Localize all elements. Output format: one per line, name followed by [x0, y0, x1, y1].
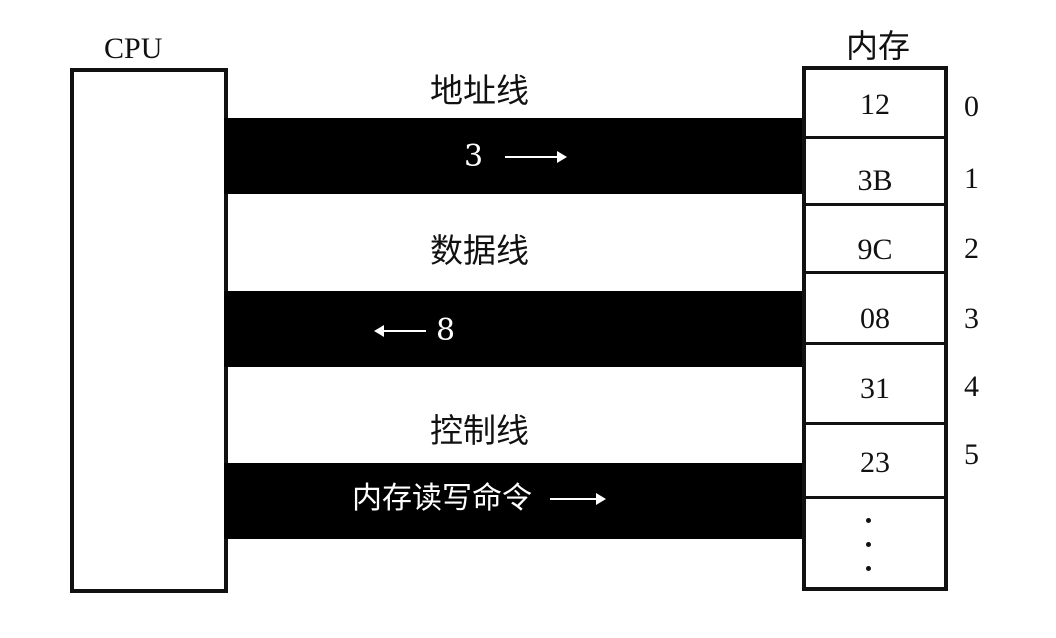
ellipsis-dot: [866, 542, 871, 547]
memory-title: 内存: [846, 27, 911, 65]
memory-cell: 9C: [857, 232, 893, 266]
arrow-right-icon: [505, 151, 568, 163]
data-bus-signal-text: 8: [436, 313, 456, 348]
cell-divider: [806, 422, 944, 425]
cpu-box: [70, 68, 228, 593]
memory-box: 12 3B 9C 08 31 23: [802, 66, 948, 591]
cell-divider: [806, 203, 944, 206]
memory-address: 4: [964, 370, 979, 403]
address-bus-signal-text: 3: [464, 139, 484, 174]
address-bus-signal: 3: [464, 139, 568, 174]
memory-cell: 23: [860, 445, 890, 479]
memory-cell: 12: [860, 87, 890, 121]
cell-divider: [806, 342, 944, 345]
data-bus-label: 数据线: [430, 231, 529, 270]
control-bus-signal-text: 内存读写命令: [352, 481, 532, 516]
cell-divider: [806, 496, 944, 499]
cpu-title: CPU: [104, 32, 163, 65]
control-bus: [224, 463, 808, 539]
ellipsis-dot: [866, 518, 871, 523]
address-bus-label: 地址线: [430, 71, 529, 110]
control-bus-label: 控制线: [430, 411, 529, 450]
memory-cell: 08: [860, 301, 890, 335]
memory-address: 3: [964, 302, 979, 335]
memory-cell: 3B: [857, 163, 893, 197]
memory-address: 5: [964, 438, 979, 471]
memory-address: 2: [964, 232, 979, 265]
arrow-right-icon: [550, 493, 606, 505]
memory-cell: 31: [860, 371, 890, 405]
control-bus-signal: 内存读写命令: [352, 481, 606, 516]
ellipsis-dot: [866, 566, 871, 571]
data-bus: [224, 291, 808, 367]
data-bus-signal: 8: [374, 313, 456, 348]
cell-divider: [806, 271, 944, 274]
cell-divider: [806, 136, 944, 139]
arrow-left-icon: [374, 325, 426, 337]
memory-address: 1: [964, 162, 979, 195]
memory-address: 0: [964, 90, 979, 123]
